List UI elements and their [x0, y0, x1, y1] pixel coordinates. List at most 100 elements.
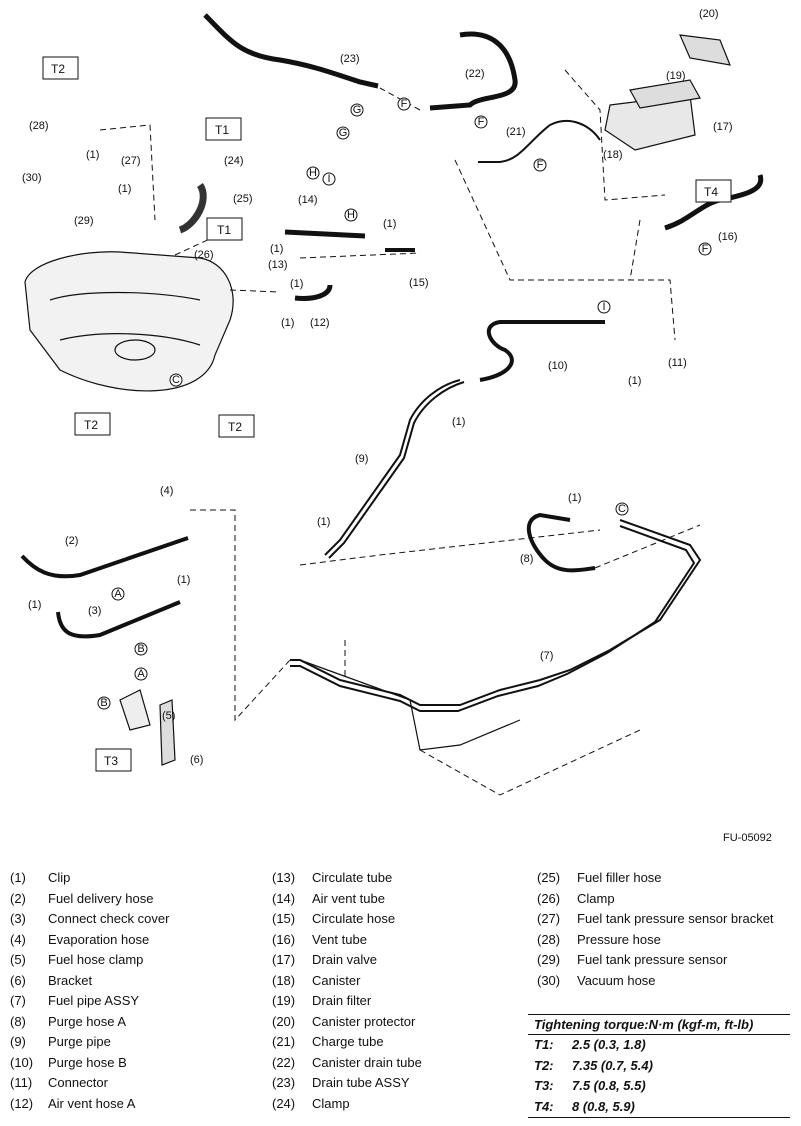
svg-text:F: F — [478, 116, 485, 128]
svg-text:T2: T2 — [228, 420, 242, 434]
svg-text:(2): (2) — [65, 535, 78, 547]
torque-box-t3 — [95, 748, 132, 772]
svg-text:I: I — [327, 173, 330, 185]
torque-box-t4 — [695, 179, 732, 203]
svg-text:(17): (17) — [713, 121, 733, 133]
svg-text:C: C — [618, 503, 626, 515]
torque-box-t2-right — [218, 414, 255, 438]
legend-row: (13)Circulate tube — [272, 870, 393, 885]
connect-check-cover — [56, 600, 181, 639]
svg-text:(15): (15) — [409, 277, 429, 289]
legend-row: (1)Clip — [10, 870, 71, 885]
legend-row: (29)Fuel tank pressure sensor — [537, 952, 728, 967]
svg-text:(12): (12) — [310, 317, 330, 329]
legend-row: (28)Pressure hose — [537, 931, 661, 947]
torque-box-t1-upper — [205, 117, 242, 141]
legend-row: (14)Air vent tube — [272, 890, 385, 906]
svg-text:(24): (24) — [224, 155, 244, 167]
legend-row: (10)Purge hose B — [10, 1054, 127, 1070]
legend-row: (9)Purge pipe — [10, 1034, 111, 1049]
svg-text:T1: T1 — [217, 223, 231, 237]
svg-text:H: H — [309, 167, 317, 179]
torque-box-t2-top — [42, 56, 79, 80]
svg-text:(4): (4) — [160, 485, 173, 497]
part-reference-labels: (1)(1)(1) (1)(1)(1) (1)(1)(1) (1)(1)(1) … — [22, 8, 738, 766]
svg-text:F: F — [537, 159, 544, 171]
svg-text:B: B — [137, 643, 144, 655]
svg-text:(25): (25) — [233, 193, 253, 205]
svg-text:(1): (1) — [28, 599, 41, 611]
torque-heading: Tightening torque:N·m (kgf-m, ft-lb) — [528, 1014, 790, 1035]
legend-row: (2)Fuel delivery hose — [10, 890, 154, 906]
fuel-pipe-assy — [290, 519, 702, 706]
legend-row: (20)Canister protector — [272, 1013, 416, 1029]
svg-text:T2: T2 — [84, 418, 98, 432]
legend-row: (21)Charge tube — [272, 1034, 384, 1049]
svg-text:G: G — [353, 104, 362, 116]
svg-text:F: F — [401, 98, 408, 110]
svg-text:(1): (1) — [568, 492, 581, 504]
svg-text:(8): (8) — [520, 553, 533, 565]
svg-text:(7): (7) — [540, 650, 553, 662]
legend-row: (25)Fuel filler hose — [537, 870, 662, 885]
svg-text:B: B — [100, 697, 107, 709]
svg-text:I: I — [602, 301, 605, 313]
purge-pipe — [324, 379, 461, 556]
legend-row: (22)Canister drain tube — [272, 1054, 422, 1070]
svg-text:(5): (5) — [162, 710, 175, 722]
tightening-torque-table: Tightening torque:N·m (kgf-m, ft-lb) T1:… — [528, 1014, 790, 1118]
svg-text:(16): (16) — [718, 231, 738, 243]
svg-text:(1): (1) — [290, 278, 303, 290]
legend-row: (15)Circulate hose — [272, 911, 396, 926]
purge-hose-b — [479, 320, 605, 382]
figure-id: FU-05092 — [723, 832, 772, 844]
svg-text:T2: T2 — [51, 62, 65, 76]
svg-text:(29): (29) — [74, 215, 94, 227]
legend-row: (27)Fuel tank pressure sensor bracket — [537, 911, 774, 926]
legend-row: (11)Connector — [10, 1075, 108, 1090]
purge-hose-a — [526, 512, 596, 573]
torque-row: T3:7.5 (0.8, 5.5) — [534, 1078, 646, 1093]
svg-text:G: G — [339, 127, 348, 139]
legend-column-2: (13)Circulate tube (14)Air vent tube (15… — [272, 868, 422, 1114]
torque-row: T1:2.5 (0.3, 1.8) — [534, 1037, 646, 1052]
svg-text:H: H — [347, 209, 355, 221]
svg-text:(1): (1) — [270, 243, 283, 255]
legend-row: (3)Connect check cover — [10, 911, 170, 926]
legend-row: (18)Canister — [272, 972, 361, 988]
fuel-delivery-hose — [20, 536, 189, 579]
legend-row: (24)Clamp — [272, 1095, 350, 1111]
svg-text:(20): (20) — [699, 8, 719, 20]
svg-text:(28): (28) — [29, 120, 49, 132]
svg-text:(1): (1) — [452, 416, 465, 428]
legend-row: (19)Drain filter — [272, 993, 372, 1008]
svg-text:T3: T3 — [104, 754, 118, 768]
legend-row: (4)Evaporation hose — [10, 931, 150, 947]
svg-text:(3): (3) — [88, 605, 101, 617]
svg-text:(27): (27) — [121, 155, 141, 167]
svg-text:(21): (21) — [506, 126, 526, 138]
bracket — [159, 699, 176, 766]
legend-row: (5)Fuel hose clamp — [10, 952, 144, 967]
svg-text:(26): (26) — [194, 249, 214, 261]
svg-text:(1): (1) — [281, 317, 294, 329]
svg-text:A: A — [114, 588, 122, 600]
torque-box-t1-lower — [206, 217, 243, 241]
svg-text:(1): (1) — [628, 375, 641, 387]
svg-text:T4: T4 — [704, 185, 718, 199]
fuel-tank — [24, 251, 234, 392]
legend-row: (26)Clamp — [537, 890, 615, 906]
svg-text:(1): (1) — [317, 516, 330, 528]
charge-tube — [478, 120, 601, 163]
svg-text:T1: T1 — [215, 123, 229, 137]
svg-text:F: F — [702, 243, 709, 255]
svg-text:(23): (23) — [340, 53, 360, 65]
legend-row: (23)Drain tube ASSY — [272, 1075, 410, 1090]
svg-text:(9): (9) — [355, 453, 368, 465]
svg-text:(22): (22) — [465, 68, 485, 80]
svg-text:(1): (1) — [118, 183, 131, 195]
legend-row: (17)Drain valve — [272, 952, 378, 967]
legend-column-1: (1)Clip (2)Fuel delivery hose (3)Connect… — [10, 868, 169, 1114]
air-vent-tube — [284, 229, 366, 239]
drain-tube-assy — [203, 13, 379, 89]
